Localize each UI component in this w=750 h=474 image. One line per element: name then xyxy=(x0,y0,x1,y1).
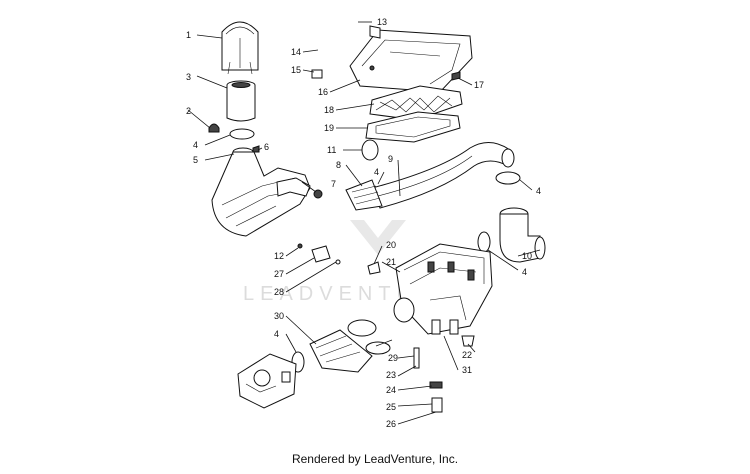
callout-4-right: 4 xyxy=(536,186,541,196)
part-clamp-elbow xyxy=(477,231,491,253)
callout-2: 2 xyxy=(186,106,191,116)
part-throttle-boot xyxy=(309,319,391,373)
callout-23: 23 xyxy=(386,370,396,380)
callout-4-upper: 4 xyxy=(193,140,198,150)
callout-1: 1 xyxy=(186,30,191,40)
callout-11: 11 xyxy=(327,145,336,155)
callout-22: 22 xyxy=(462,350,472,360)
part-boot xyxy=(345,179,383,211)
part-filter-element xyxy=(226,80,256,122)
part-airbox-cover xyxy=(349,25,473,93)
callout-17: 17 xyxy=(474,80,484,90)
callout-21: 21 xyxy=(386,257,396,267)
callout-26: 26 xyxy=(386,419,396,429)
part-airbox xyxy=(393,243,493,335)
watermark-logo xyxy=(350,220,406,255)
part-grille xyxy=(369,85,463,121)
callout-9: 9 xyxy=(388,154,393,164)
callout-4-lower: 4 xyxy=(274,329,279,339)
callout-16: 16 xyxy=(318,87,328,97)
callout-19: 19 xyxy=(324,123,334,133)
callout-15: 15 xyxy=(291,65,301,75)
part-intake-duct xyxy=(371,142,515,209)
callout-13: 13 xyxy=(377,17,387,27)
footer-credit: Rendered by LeadVenture, Inc. xyxy=(291,452,459,466)
part-filter-cover xyxy=(221,21,259,75)
part-clamp-upper xyxy=(229,128,255,140)
callout-31: 31 xyxy=(462,365,472,375)
callout-4-elbow: 4 xyxy=(522,267,527,277)
callout-3: 3 xyxy=(186,72,191,82)
callout-8: 8 xyxy=(336,160,341,170)
part-gasket xyxy=(365,111,461,143)
part-sensor xyxy=(297,243,341,265)
callout-29: 29 xyxy=(388,353,398,363)
leader-lines xyxy=(187,21,541,425)
part-breather-hose xyxy=(311,14,373,79)
callout-12: 12 xyxy=(274,251,284,261)
callout-18: 18 xyxy=(324,105,334,115)
part-bolt xyxy=(252,145,260,153)
part-seal-ring xyxy=(361,139,379,161)
callout-14: 14 xyxy=(291,47,301,57)
callout-30: 30 xyxy=(274,311,284,321)
part-clamp-right xyxy=(495,171,521,185)
callouts: 1 2 3 4 5 6 7 8 9 4 4 10 4 11 12 13 14 1… xyxy=(186,17,541,429)
callout-20: 20 xyxy=(386,240,396,250)
part-fittings xyxy=(413,347,443,413)
part-throttle-body xyxy=(237,353,297,409)
callout-25: 25 xyxy=(386,402,396,412)
callout-7: 7 xyxy=(331,179,336,189)
callout-28: 28 xyxy=(274,287,284,297)
callout-24: 24 xyxy=(386,385,396,395)
callout-10: 10 xyxy=(522,251,532,261)
callout-4-mid: 4 xyxy=(374,167,379,177)
part-elbow xyxy=(499,207,546,263)
callout-27: 27 xyxy=(274,269,284,279)
part-drain xyxy=(461,335,475,347)
part-intake-manifold xyxy=(211,147,311,237)
callout-6: 6 xyxy=(264,142,269,152)
part-plug xyxy=(208,123,220,133)
callout-5: 5 xyxy=(193,155,198,165)
